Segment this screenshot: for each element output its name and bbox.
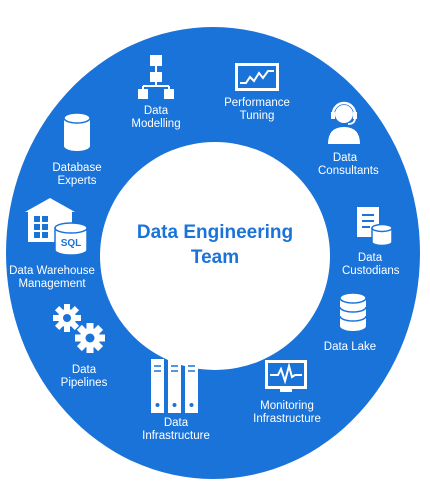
label-data-consultants-line2: Consultants xyxy=(318,165,379,177)
label-data-lake: Data Lake xyxy=(318,341,382,354)
label-data-infrastructure-line2: Infrastructure xyxy=(142,430,210,442)
sql-text: SQL xyxy=(61,238,82,249)
label-data-consultants: Data Consultants xyxy=(318,152,379,178)
server-rack-icon xyxy=(151,359,199,413)
label-data-lake-line1: Data Lake xyxy=(323,341,377,353)
hierarchy-icon xyxy=(138,55,174,99)
center-circle xyxy=(100,142,330,370)
label-database-experts-line1: Database xyxy=(52,162,102,174)
database-cylinder-icon xyxy=(63,112,91,152)
label-monitoring-infrastructure-line2: Infrastructure xyxy=(253,413,321,425)
label-data-modelling-line1: Data xyxy=(143,105,169,117)
label-data-infrastructure-line1: Data xyxy=(163,417,189,429)
label-data-custodians-line1: Data xyxy=(357,252,383,264)
label-database-experts-line2: Experts xyxy=(57,175,97,187)
center-title-line1: Data Engineering xyxy=(136,222,294,243)
document-database-icon xyxy=(355,206,393,246)
label-data-modelling: Data Modelling xyxy=(126,105,186,131)
headset-person-icon xyxy=(326,100,362,144)
label-data-warehouse-management-line1: Data Warehouse xyxy=(9,265,95,277)
label-data-custodians: Data Custodians xyxy=(342,252,400,278)
label-data-modelling-line2: Modelling xyxy=(131,118,181,130)
label-data-pipelines-line2: Pipelines xyxy=(60,377,108,389)
monitor-pulse-icon xyxy=(265,360,307,394)
label-performance-tuning-line2: Tuning xyxy=(239,110,275,122)
label-data-pipelines-line1: Data xyxy=(71,364,97,376)
performance-chart-icon xyxy=(235,63,279,91)
label-performance-tuning-line1: Performance xyxy=(224,97,290,109)
label-data-custodians-line2: Custodians xyxy=(342,265,400,277)
label-data-pipelines: Data Pipelines xyxy=(52,364,116,390)
label-data-warehouse-management: Data Warehouse Management xyxy=(2,265,102,291)
label-performance-tuning: Performance Tuning xyxy=(212,97,302,123)
center-title-line2: Team xyxy=(190,247,240,268)
label-data-infrastructure: Data Infrastructure xyxy=(130,417,222,443)
database-lake-icon xyxy=(338,292,368,332)
warehouse-sql-icon: SQL xyxy=(25,198,89,256)
label-monitoring-infrastructure: Monitoring Infrastructure xyxy=(241,400,333,426)
label-monitoring-infrastructure-line1: Monitoring xyxy=(260,400,314,412)
gears-icon xyxy=(52,303,106,355)
label-data-warehouse-management-line2: Management xyxy=(18,278,86,290)
label-data-consultants-line1: Data xyxy=(332,152,358,164)
label-database-experts: Database Experts xyxy=(44,162,110,188)
center-title: Data Engineering Team xyxy=(115,220,315,270)
